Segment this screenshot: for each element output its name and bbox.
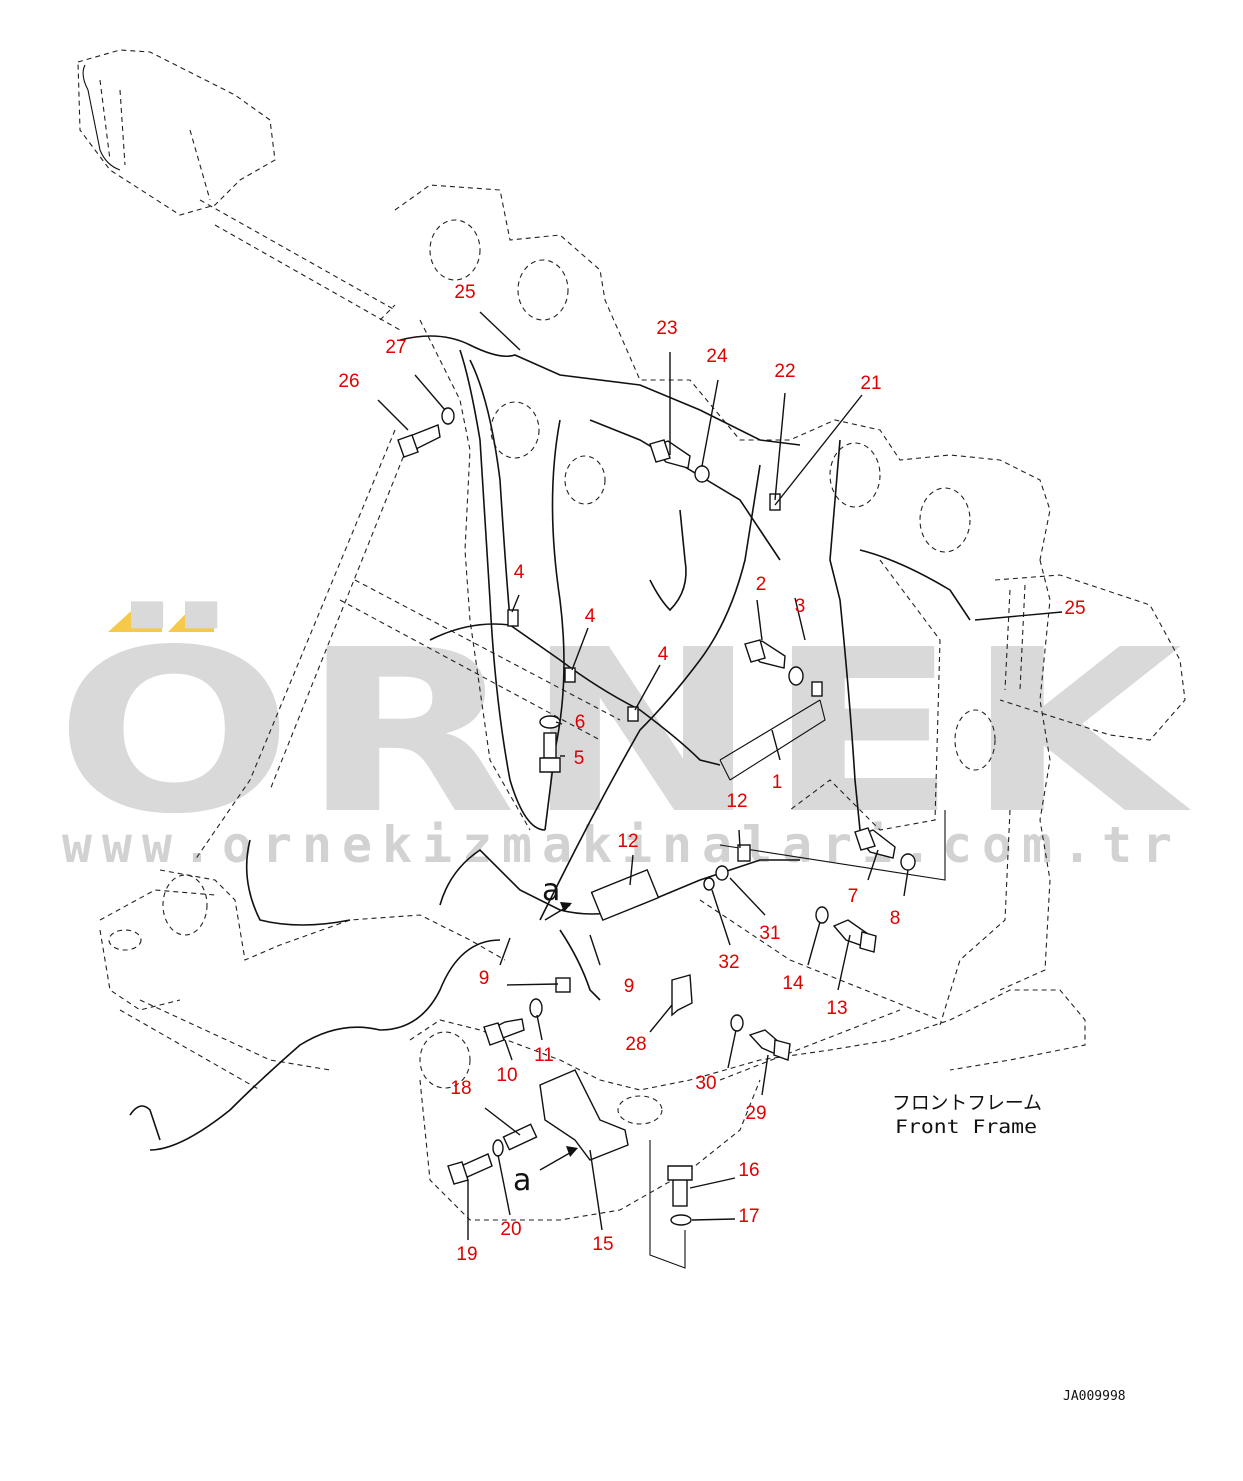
cable-1 (719, 699, 826, 781)
callout-9-right: 9 (624, 976, 635, 997)
callout-4-right: 4 (658, 644, 669, 665)
watermark-umlaut-right (168, 603, 214, 632)
callout-14: 14 (782, 973, 804, 994)
washer-20 (492, 1139, 504, 1157)
watermark-umlaut-left (108, 603, 162, 632)
washer-3 (788, 666, 804, 686)
callout-10: 10 (496, 1065, 517, 1086)
callout-15: 15 (592, 1234, 613, 1255)
callout-9-left: 9 (479, 968, 490, 989)
callout-31: 31 (759, 923, 780, 944)
callout-32: 32 (718, 952, 739, 973)
callout-2: 2 (756, 574, 767, 595)
callout-6: 6 (575, 712, 586, 733)
bolt-16 (667, 1165, 693, 1207)
detail-arrow-lower (566, 1146, 578, 1157)
washer-8 (900, 853, 916, 871)
callout-17: 17 (738, 1206, 759, 1227)
callout-5: 5 (574, 748, 585, 769)
washer-17 (670, 1214, 692, 1226)
callout-28: 28 (625, 1034, 646, 1055)
reference-code: JA009998 (1063, 1389, 1126, 1404)
callout-23: 23 (656, 318, 677, 339)
connector-12 (737, 844, 751, 862)
detail-marker-upper: a (542, 873, 560, 908)
callout-numbers: 25 27 26 23 24 22 21 25 4 4 4 2 3 6 5 1 … (338, 282, 1085, 1265)
connector-18 (502, 1123, 538, 1151)
callout-12-left: 12 (617, 831, 638, 852)
clamp-9 (555, 977, 571, 993)
leader-lines (377, 311, 1063, 1240)
callout-8: 8 (890, 908, 901, 929)
callout-1: 1 (772, 772, 783, 793)
cable-12-box (590, 868, 660, 922)
washer-6 (539, 715, 561, 729)
bolt-26 (397, 424, 441, 458)
clamp-4-a (507, 609, 519, 627)
clamp-4-c (627, 706, 639, 722)
watermark: ÖRNEK www.ornekizmakinalari.com.tr (55, 601, 1192, 874)
bracket-15 (539, 1069, 629, 1161)
bolt-2 (744, 639, 786, 669)
washer-24 (694, 465, 710, 483)
detail-arrow-upper (560, 902, 572, 912)
callout-24: 24 (706, 346, 728, 367)
frame-label-english: Front Frame (895, 1116, 1037, 1138)
callout-25-upper: 25 (454, 282, 475, 303)
callout-20: 20 (500, 1219, 521, 1240)
bracket-28 (671, 974, 693, 1017)
bolt-13 (832, 919, 877, 953)
callout-12-right: 12 (726, 791, 747, 812)
callout-26: 26 (338, 371, 359, 392)
callout-19: 19 (456, 1244, 477, 1265)
callout-25-right: 25 (1064, 598, 1085, 619)
callout-27: 27 (385, 337, 406, 358)
clip-31 (715, 865, 729, 881)
bolt-7 (854, 827, 896, 859)
callout-30: 30 (695, 1073, 716, 1094)
callout-7: 7 (848, 886, 859, 907)
grommet-32 (703, 877, 715, 891)
callout-3: 3 (795, 596, 806, 617)
wiring-harness (129, 335, 971, 1151)
bolt-10 (483, 1018, 525, 1046)
callout-18: 18 (450, 1078, 471, 1099)
detail-marker-lower: a (513, 1163, 531, 1198)
cable-1-terminal (811, 681, 823, 697)
washer-14 (815, 906, 829, 924)
clamp-4-b (564, 667, 576, 683)
washer-11 (529, 998, 543, 1018)
front-frame-outline (77, 49, 1186, 1269)
callout-4-left: 4 (514, 562, 525, 583)
callout-29: 29 (745, 1103, 766, 1124)
watermark-brand: ÖRNEK (55, 601, 1192, 864)
callout-4-mid: 4 (585, 606, 596, 627)
callout-21: 21 (860, 373, 881, 394)
callout-11: 11 (534, 1045, 554, 1066)
frame-label-japanese: フロントフレーム (892, 1092, 1042, 1114)
bolt-19 (447, 1153, 493, 1185)
bolt-5 (539, 732, 561, 773)
washer-27 (441, 407, 455, 425)
callout-22: 22 (774, 361, 795, 382)
bolt-23 (649, 439, 691, 469)
hardware-parts (397, 407, 916, 1226)
bolt-29 (748, 1029, 791, 1061)
callout-13: 13 (826, 998, 847, 1019)
callout-16: 16 (738, 1160, 759, 1181)
washer-30 (730, 1014, 744, 1032)
